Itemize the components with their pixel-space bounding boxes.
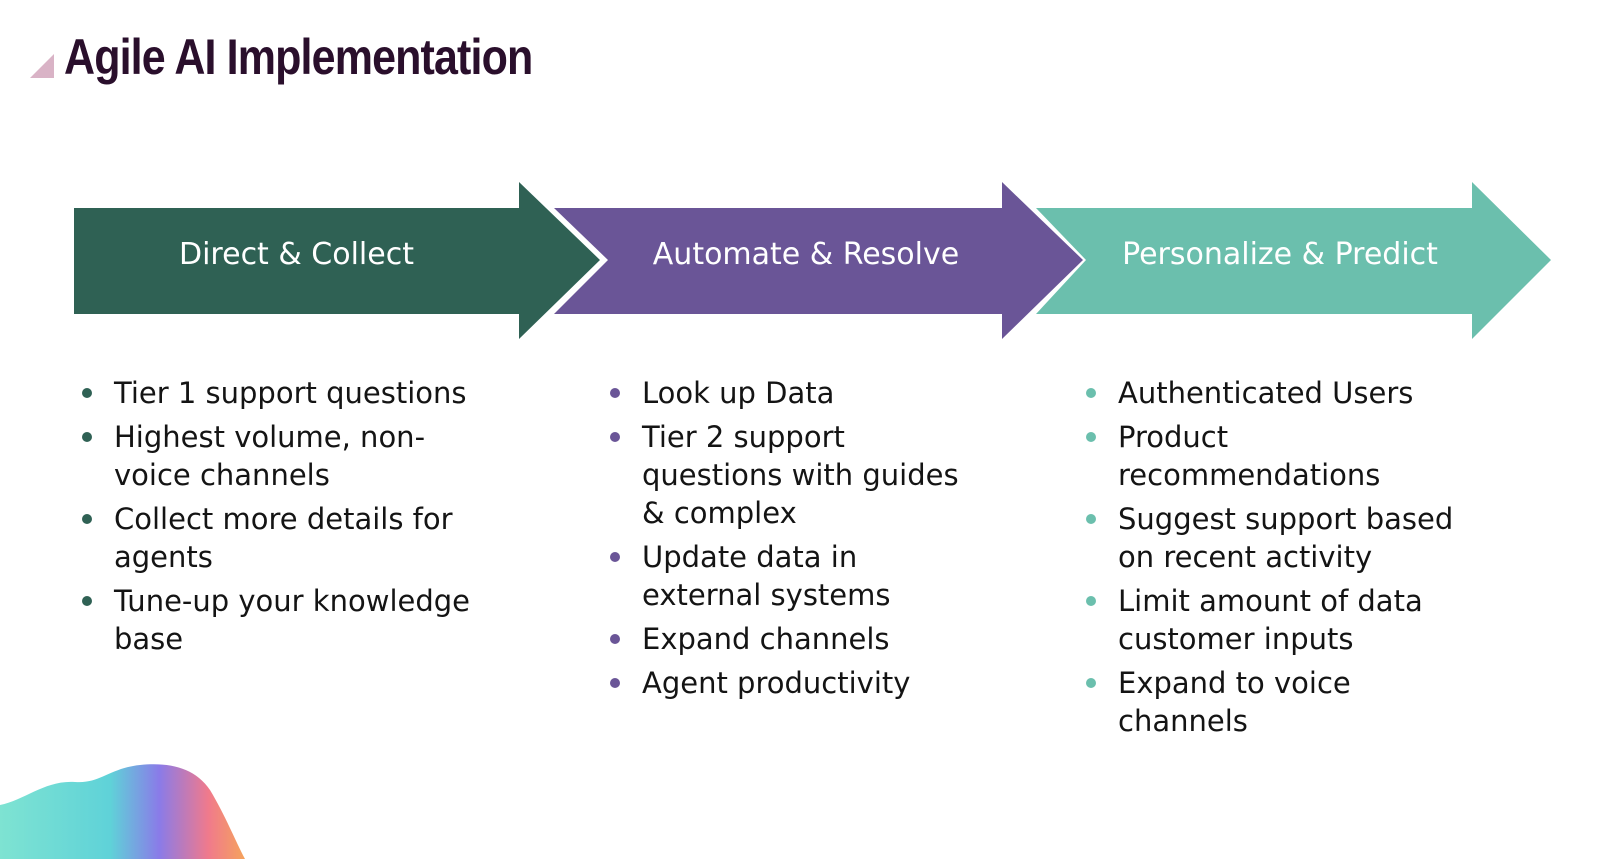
decorative-gradient-blob-icon [0,764,245,859]
bullet-icon [82,432,92,442]
bullet-icon [610,432,620,442]
list-item: Tune-up your knowledge base [80,582,550,658]
list-item: Update data in external systems [608,538,1028,614]
stage-arrow-direct-collect [74,182,600,339]
list-item: Product recommendations [1084,418,1584,494]
bullet-icon [82,596,92,606]
list-item: Tier 1 support questions [80,374,550,412]
triangle-accent-icon [30,54,54,78]
stage-label-automate-resolve: Automate & Resolve [652,237,960,272]
stage-list-direct-collect: Tier 1 support questions Highest volume,… [80,374,550,664]
bullet-icon [1086,514,1096,524]
list-item: Tier 2 support questions with guides & c… [608,418,1028,532]
stage-list-automate-resolve: Look up Data Tier 2 support questions wi… [608,374,1028,708]
title-area: Agile AI Implementation [30,22,609,92]
list-item: Highest volume, non- voice channels [80,418,550,494]
bullet-icon [610,388,620,398]
bullet-icon [1086,432,1096,442]
page-title: Agile AI Implementation [64,29,533,85]
list-item: Agent productivity [608,664,1028,702]
list-item: Look up Data [608,374,1028,412]
list-item: Authenticated Users [1084,374,1584,412]
bullet-icon [82,388,92,398]
stage-label-personalize-predict: Personalize & Predict [1122,237,1438,272]
list-item: Expand to voice channels [1084,664,1584,740]
bullet-icon [1086,596,1096,606]
stage-label-direct-collect: Direct & Collect [179,237,414,272]
bullet-icon [82,514,92,524]
stage-list-personalize-predict: Authenticated Users Product recommendati… [1084,374,1584,746]
bullet-icon [610,678,620,688]
bullet-icon [610,552,620,562]
list-item: Collect more details for agents [80,500,550,576]
list-item: Expand channels [608,620,1028,658]
stage-arrow-personalize-predict [1036,182,1551,339]
bullet-icon [1086,678,1096,688]
bullet-icon [1086,388,1096,398]
stage-arrow-automate-resolve [554,182,1083,339]
list-item: Suggest support based on recent activity [1084,500,1584,576]
list-item: Limit amount of data customer inputs [1084,582,1584,658]
bullet-icon [610,634,620,644]
